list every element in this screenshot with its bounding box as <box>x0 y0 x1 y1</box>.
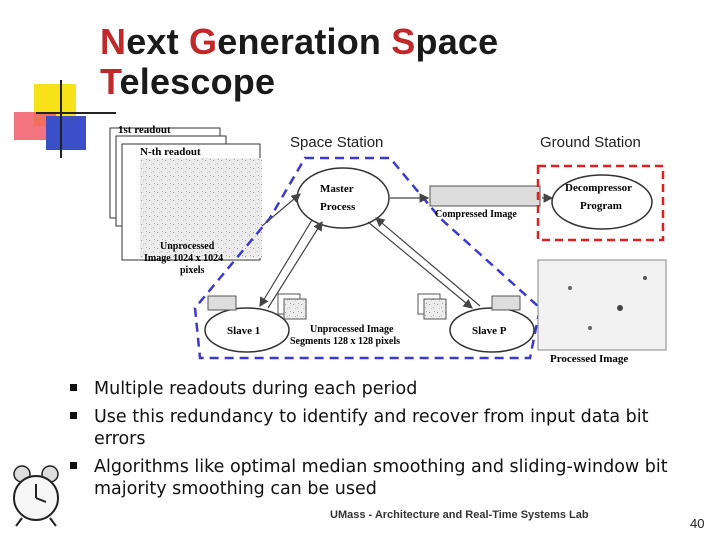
segments-label-1: Unprocessed Image <box>310 324 394 335</box>
ground-station-boundary <box>536 164 665 242</box>
decompressor-label: Decompressor <box>565 182 632 194</box>
decompressor-node <box>551 174 653 230</box>
slide-title: Next Generation Space Telescope <box>100 22 498 102</box>
first-readout-label: 1st readout <box>118 124 171 136</box>
bullet-item: Use this redundancy to identify and reco… <box>70 406 690 450</box>
title-word: eneration <box>217 21 392 62</box>
title-initial: T <box>100 61 120 102</box>
title-initial: S <box>391 21 416 62</box>
slave-1-node <box>204 307 290 353</box>
decorative-vertical-line <box>60 80 62 158</box>
process-label: Process <box>320 201 356 213</box>
title-initial: N <box>100 21 127 62</box>
nth-readout-label: N-th readout <box>140 146 201 158</box>
compressed-image-bar <box>429 185 541 207</box>
compressed-image-label: Compressed Image <box>435 209 517 220</box>
master-process-node <box>296 167 390 229</box>
decorative-blue-square <box>46 116 86 150</box>
decorative-horizontal-line <box>36 112 116 114</box>
unprocessed-label: Unprocessed <box>160 241 215 252</box>
title-word: pace <box>415 21 499 62</box>
bullet-icon <box>70 384 77 391</box>
readout-stack: 1st readout N-th readout Unprocessed Ima… <box>109 124 262 276</box>
space-station-boundary <box>193 156 542 360</box>
title-line-1: Next Generation Space <box>100 22 498 62</box>
title-word: ext <box>126 21 190 62</box>
page-number: 40 <box>690 516 705 531</box>
noisy-image <box>140 158 262 258</box>
program-label: Program <box>580 200 622 212</box>
telescope-diagram: 1st readout N-th readout Unprocessed Ima… <box>109 124 667 365</box>
title-word: elescope <box>119 61 276 102</box>
space-station-label: Space Station <box>290 134 383 151</box>
slave-1-label: Slave 1 <box>227 325 260 337</box>
title-initial: G <box>189 21 218 62</box>
processed-image <box>537 259 667 351</box>
ground-station-label: Ground Station <box>540 134 641 151</box>
slave-p-label: Slave P <box>472 325 507 337</box>
unprocessed-size: Image 1024 x 1024 <box>144 253 223 264</box>
footer-text: UMass - Architecture and Real-Time Syste… <box>330 509 589 521</box>
processed-image-label: Processed Image <box>550 353 628 365</box>
bullet-icon <box>70 412 77 419</box>
segments-label-2: Segments 128 x 128 pixels <box>290 336 400 347</box>
bullet-item: Multiple readouts during each period <box>70 378 690 400</box>
bullet-item: Algorithms like optimal median smoothing… <box>70 456 690 500</box>
title-line-2: Telescope <box>100 62 498 102</box>
alarm-clock-icon <box>13 465 59 527</box>
bullet-list: Multiple readouts during each period Use… <box>70 378 690 506</box>
unprocessed-pixels: pixels <box>180 265 205 276</box>
bullet-icon <box>70 462 77 469</box>
master-label: Master <box>320 183 354 195</box>
